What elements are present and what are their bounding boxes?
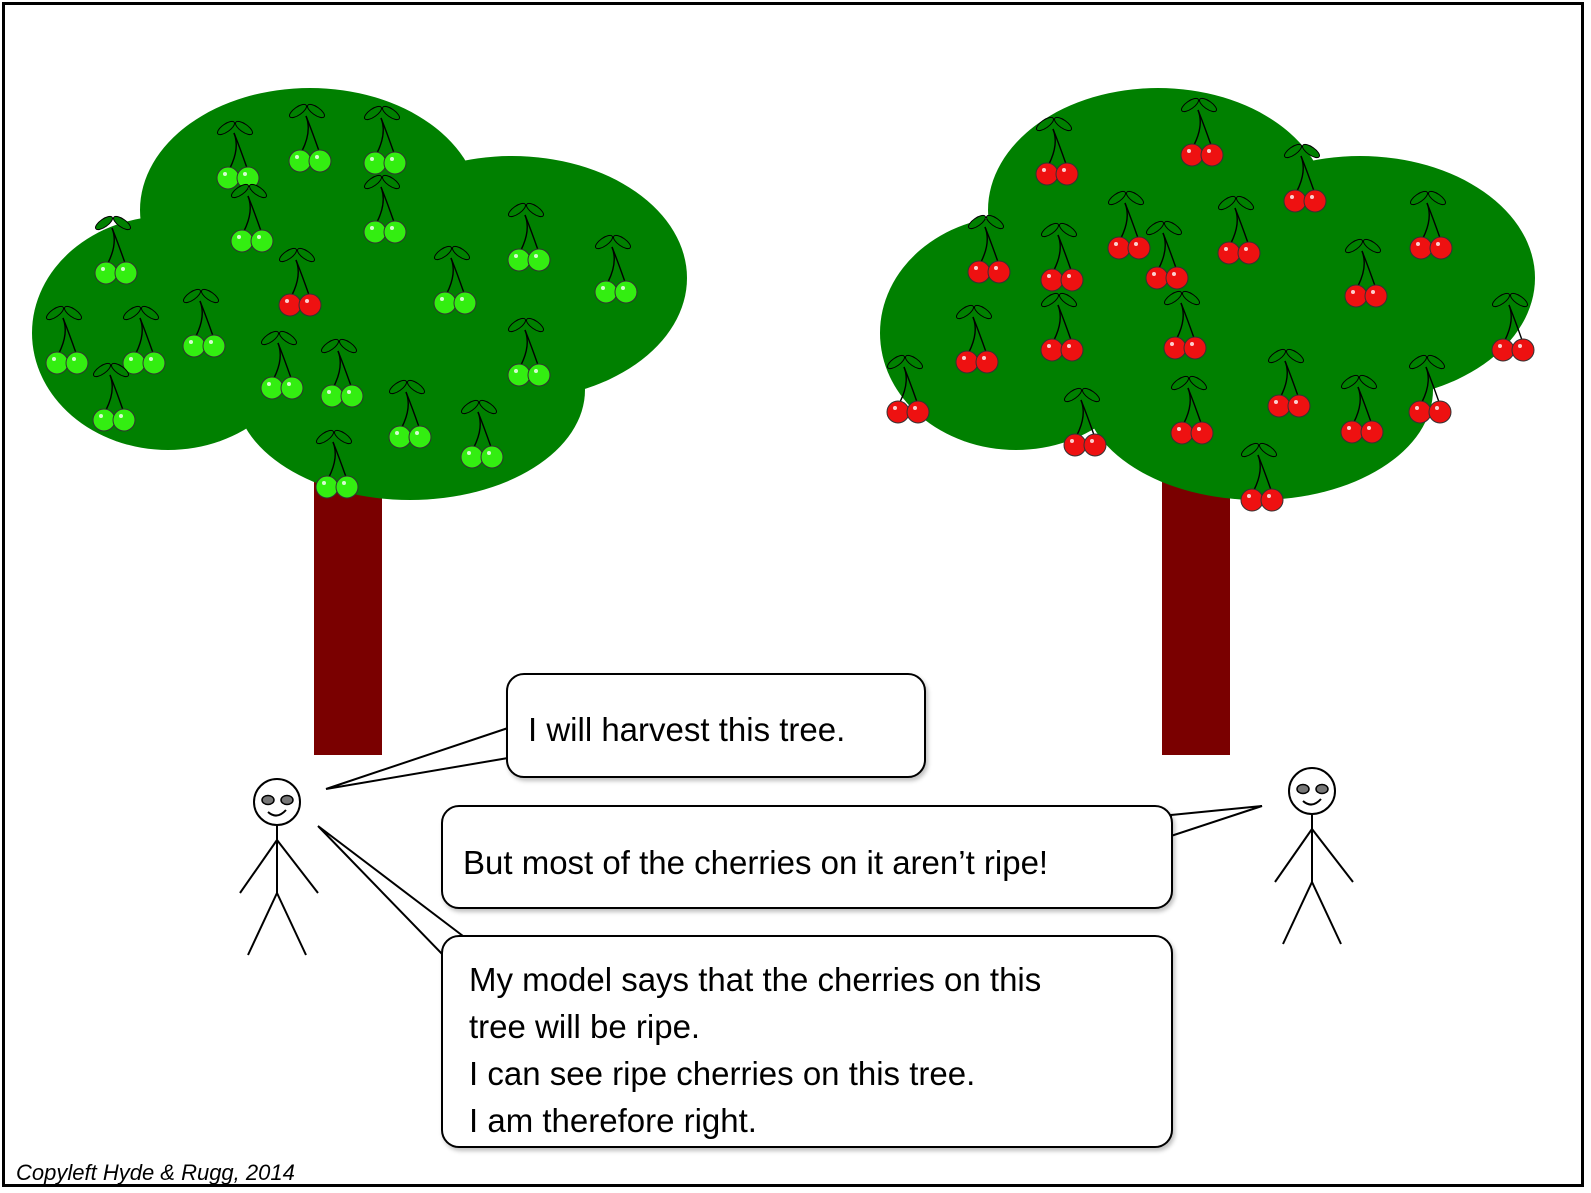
ripe-cherry-cluster: [1283, 143, 1327, 213]
unripe-cherry-cluster: [216, 120, 260, 190]
objection-text: But most of the cherries on it aren’t ri…: [463, 844, 1049, 881]
unripe-cherry-cluster: [433, 245, 477, 315]
ripe-cherry-cluster: [1240, 442, 1284, 512]
reasoning-line: I am therefore right.: [469, 1102, 757, 1139]
harvest-text: I will harvest this tree.: [528, 711, 846, 748]
ripe-cherry-cluster: [1217, 195, 1261, 265]
unripe-cherry-cluster: [288, 103, 332, 173]
unripe-cherry-cluster: [363, 174, 407, 244]
unripe-cherry-cluster: [363, 105, 407, 175]
left-stick-figure: [239, 778, 319, 956]
ripe-cherry-cluster: [886, 354, 930, 424]
ripe-cherry-cluster: [1035, 116, 1079, 186]
ripe-cherry-cluster: [1409, 190, 1453, 260]
unripe-cherry-cluster: [315, 429, 359, 499]
ripe-cherry-cluster: [278, 247, 322, 317]
unripe-cherry-cluster: [388, 379, 432, 449]
speech-bubble-reasoning: My model says that the cherries on this …: [441, 935, 1173, 1148]
ripe-cherry-cluster: [955, 304, 999, 374]
unripe-cherry-cluster: [92, 362, 136, 432]
unripe-cherry-cluster: [182, 288, 226, 358]
speech-bubble-objection: But most of the cherries on it aren’t ri…: [441, 805, 1173, 909]
unripe-cherry-cluster: [260, 330, 304, 400]
ripe-cherry-cluster: [1040, 222, 1084, 292]
speech-bubble-harvest: I will harvest this tree.: [506, 673, 926, 778]
reasoning-line: I can see ripe cherries on this tree.: [469, 1055, 976, 1092]
unripe-cherry-cluster: [320, 338, 364, 408]
ripe-cherry-cluster: [1340, 374, 1384, 444]
ripe-cherry-cluster: [1063, 387, 1107, 457]
right-tree-trunk: [1162, 470, 1230, 755]
ripe-cherry-cluster: [1170, 375, 1214, 445]
copyright-notice: Copyleft Hyde & Rugg, 2014: [16, 1160, 295, 1185]
unripe-cherry-cluster: [230, 183, 274, 253]
ripe-cherry-cluster: [1107, 190, 1151, 260]
ripe-cherry-cluster: [1163, 290, 1207, 360]
ripe-cherry-cluster: [1491, 292, 1535, 362]
ripe-cherry-cluster: [967, 214, 1011, 284]
ripe-cherry-cluster: [1040, 292, 1084, 362]
reasoning-line: My model says that the cherries on this: [469, 961, 1042, 998]
unripe-cherry-cluster: [45, 305, 89, 375]
right-stick-figure: [1274, 767, 1354, 945]
ripe-cherry-cluster: [1408, 354, 1452, 424]
left-tree-trunk: [314, 470, 382, 755]
ripe-cherry-cluster: [1344, 238, 1388, 308]
right-tree-cherries: [886, 97, 1535, 512]
unripe-cherry-cluster: [122, 305, 166, 375]
left-tree-cherries: [45, 103, 638, 499]
unripe-cherry-cluster: [460, 399, 504, 469]
ripe-cherry-cluster: [1145, 220, 1189, 290]
unripe-cherry-cluster: [94, 215, 138, 285]
ripe-cherry-cluster: [1180, 97, 1224, 167]
reasoning-line: tree will be ripe.: [469, 1008, 701, 1045]
unripe-cherry-cluster: [594, 234, 638, 304]
unripe-cherry-cluster: [507, 317, 551, 387]
left-tree-foliage: [32, 88, 687, 500]
unripe-cherry-cluster: [507, 202, 551, 272]
right-tree: [880, 88, 1535, 755]
left-tree: [32, 88, 687, 755]
ripe-cherry-cluster: [1267, 348, 1311, 418]
